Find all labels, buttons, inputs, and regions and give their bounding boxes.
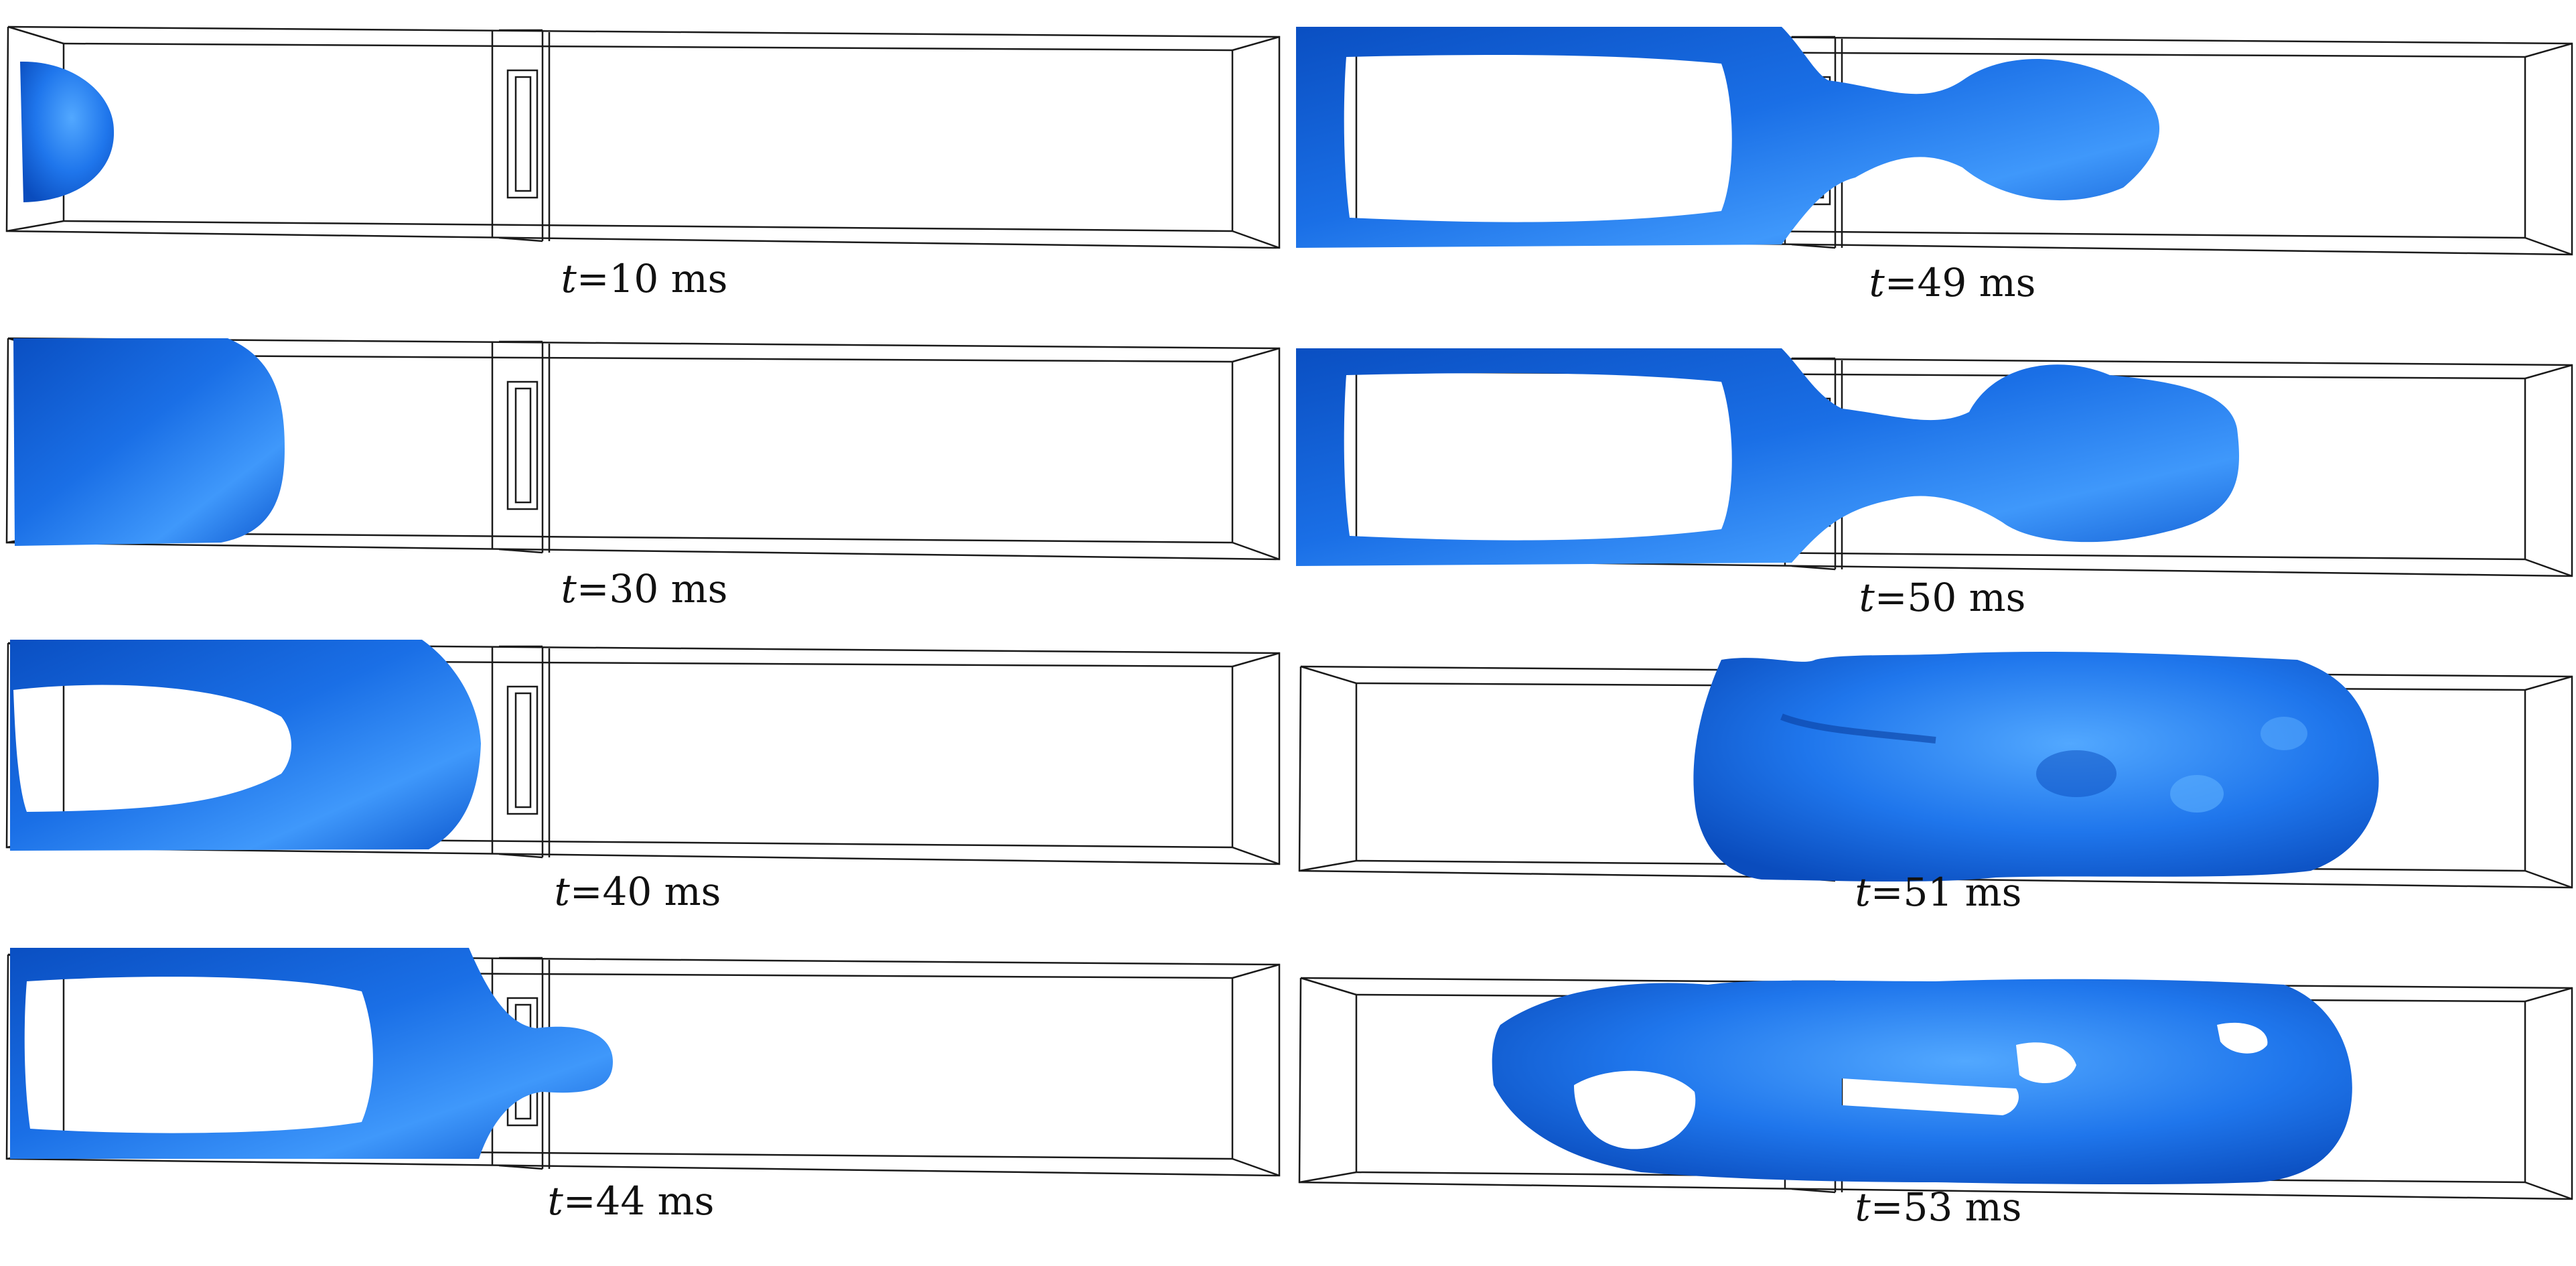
- time-value: =10 ms: [576, 256, 728, 301]
- time-value: =49 ms: [1884, 260, 2036, 305]
- caption-t50: t=50 ms: [1802, 575, 2083, 620]
- caption-t30: t=30 ms: [504, 566, 785, 612]
- time-value: =44 ms: [563, 1178, 715, 1224]
- panel-t49: [1296, 27, 2573, 256]
- time-value: =53 ms: [1870, 1184, 2022, 1230]
- time-variable: t: [547, 1178, 563, 1224]
- panel-t44: [5, 948, 1281, 1177]
- fluid-region: [13, 338, 285, 546]
- time-variable: t: [561, 566, 577, 612]
- time-variable: t: [1869, 260, 1885, 305]
- time-variable: t: [554, 869, 570, 914]
- panel-t10: [5, 25, 1281, 249]
- panel-t40: [5, 640, 1281, 865]
- time-value: =30 ms: [576, 566, 728, 612]
- caption-t44: t=44 ms: [490, 1178, 772, 1224]
- fluid-region: [1296, 27, 2159, 248]
- fluid-region: [20, 61, 115, 202]
- fluid-region: [1693, 652, 2379, 882]
- caption-t51: t=51 ms: [1798, 869, 2079, 915]
- caption-t40: t=40 ms: [497, 869, 778, 914]
- fluid-region: [1492, 979, 2352, 1185]
- time-value: =50 ms: [1874, 575, 2026, 620]
- caption-t10: t=10 ms: [504, 256, 785, 301]
- time-variable: t: [1855, 1184, 1871, 1230]
- caption-t53: t=53 ms: [1798, 1184, 2079, 1230]
- panel-t50: [1296, 348, 2573, 577]
- fluid-region: [1296, 348, 2239, 566]
- time-variable: t: [561, 256, 577, 301]
- fluid-region: [10, 640, 481, 851]
- time-value: =51 ms: [1870, 869, 2022, 915]
- fluid-region: [10, 948, 613, 1159]
- panel-t30: [5, 337, 1281, 561]
- caption-t49: t=49 ms: [1812, 260, 2093, 305]
- panel-t51: [1298, 652, 2573, 889]
- time-variable: t: [1855, 869, 1871, 915]
- time-variable: t: [1859, 575, 1875, 620]
- panel-t53: [1298, 977, 2573, 1200]
- time-value: =40 ms: [569, 869, 721, 914]
